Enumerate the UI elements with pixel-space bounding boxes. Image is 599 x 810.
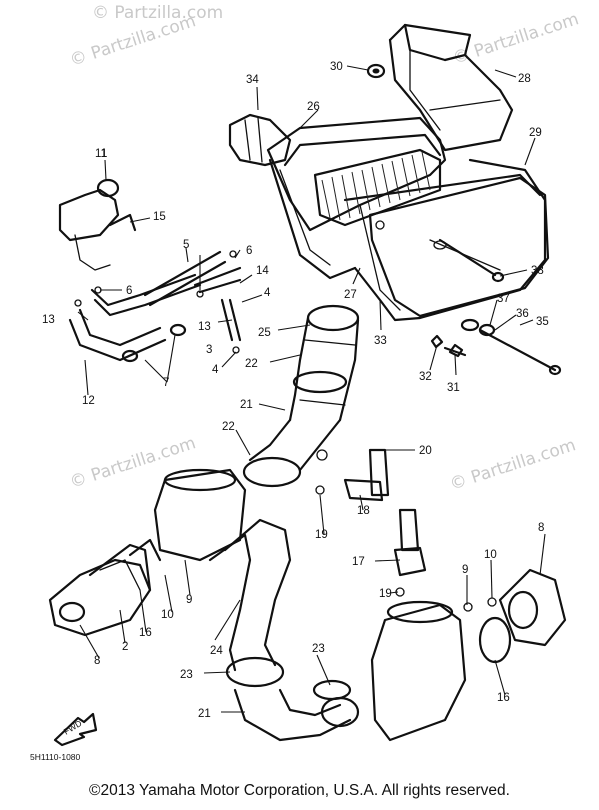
part-label: 21 bbox=[240, 399, 253, 411]
part-label: 19 bbox=[379, 588, 392, 600]
part-label: 6 bbox=[126, 285, 132, 297]
part-label: 20 bbox=[419, 445, 432, 457]
watermark: © Partzilla.com bbox=[67, 433, 198, 493]
part-label: 38 bbox=[531, 265, 544, 277]
part-label: 22 bbox=[222, 421, 235, 433]
part-label: 15 bbox=[153, 211, 166, 223]
part-label: 9 bbox=[462, 564, 468, 576]
part-label: 10 bbox=[161, 609, 174, 621]
intake-hose-upper bbox=[242, 304, 360, 488]
forward-arrow: FWD bbox=[53, 712, 98, 747]
part-label: 12 bbox=[82, 395, 95, 407]
part-label: 8 bbox=[538, 522, 544, 534]
air-filter-element bbox=[313, 148, 442, 227]
copyright-footer: ©2013 Yamaha Motor Corporation, U.S.A. A… bbox=[89, 782, 510, 799]
air-cleaner-cover bbox=[368, 176, 550, 318]
part-label: 34 bbox=[246, 74, 259, 86]
part-label: 13 bbox=[198, 321, 211, 333]
part-label: 18 bbox=[357, 505, 370, 517]
part-label: 7 bbox=[163, 377, 169, 389]
part-label: 1 bbox=[101, 148, 107, 160]
part-label: 5 bbox=[183, 239, 189, 251]
part-label: 24 bbox=[210, 645, 223, 657]
part-label: 2 bbox=[122, 641, 128, 653]
watermark: © Partzilla.com bbox=[92, 3, 223, 23]
part-label: 32 bbox=[419, 371, 432, 383]
vacuum-fittings bbox=[315, 448, 427, 597]
drawing-code: 5H1110-1080 bbox=[30, 752, 81, 762]
watermark: © Partzilla.com bbox=[447, 435, 578, 495]
air-cleaner-case bbox=[266, 116, 547, 322]
part-label: 23 bbox=[180, 669, 193, 681]
part-label: 11 bbox=[95, 148, 107, 160]
part-label: 26 bbox=[307, 101, 320, 113]
part-label: 25 bbox=[258, 327, 271, 339]
part-label: 35 bbox=[536, 316, 549, 328]
part-label: 29 bbox=[529, 127, 542, 139]
hardware bbox=[366, 63, 562, 376]
leader-lines bbox=[77, 65, 546, 713]
part-label: 4 bbox=[264, 287, 271, 299]
part-label: 8 bbox=[94, 655, 100, 667]
part-label: 22 bbox=[245, 358, 258, 370]
part-label: 3 bbox=[206, 344, 212, 356]
joint-34 bbox=[228, 113, 292, 167]
part-label: 17 bbox=[352, 556, 365, 568]
part-label: 16 bbox=[139, 627, 152, 639]
part-label: 13 bbox=[42, 314, 55, 326]
carburetor-left bbox=[48, 468, 247, 637]
part-label: 37 bbox=[497, 293, 510, 305]
part-label: 9 bbox=[186, 594, 192, 606]
part-label: 10 bbox=[484, 549, 497, 561]
part-label: 14 bbox=[256, 265, 269, 277]
part-label: 28 bbox=[518, 73, 531, 85]
intake-hose-lower bbox=[208, 518, 360, 742]
part-label: 31 bbox=[447, 382, 460, 394]
part-label: 16 bbox=[497, 692, 510, 704]
part-numbers: 1 2 3 4 4 5 6 6 7 8 8 9 9 10 10 11 12 13… bbox=[42, 61, 549, 720]
part-label: 4 bbox=[212, 364, 219, 376]
part-label: 27 bbox=[344, 289, 357, 301]
part-label: 30 bbox=[330, 61, 343, 73]
part-label: 19 bbox=[315, 529, 328, 541]
part-label: 33 bbox=[374, 335, 387, 347]
intake-duct bbox=[388, 23, 514, 152]
part-label: 36 bbox=[516, 308, 529, 320]
breather-hoses bbox=[58, 178, 242, 363]
part-label: 23 bbox=[312, 643, 325, 655]
part-label: 21 bbox=[198, 708, 211, 720]
part-label: 6 bbox=[246, 245, 252, 257]
